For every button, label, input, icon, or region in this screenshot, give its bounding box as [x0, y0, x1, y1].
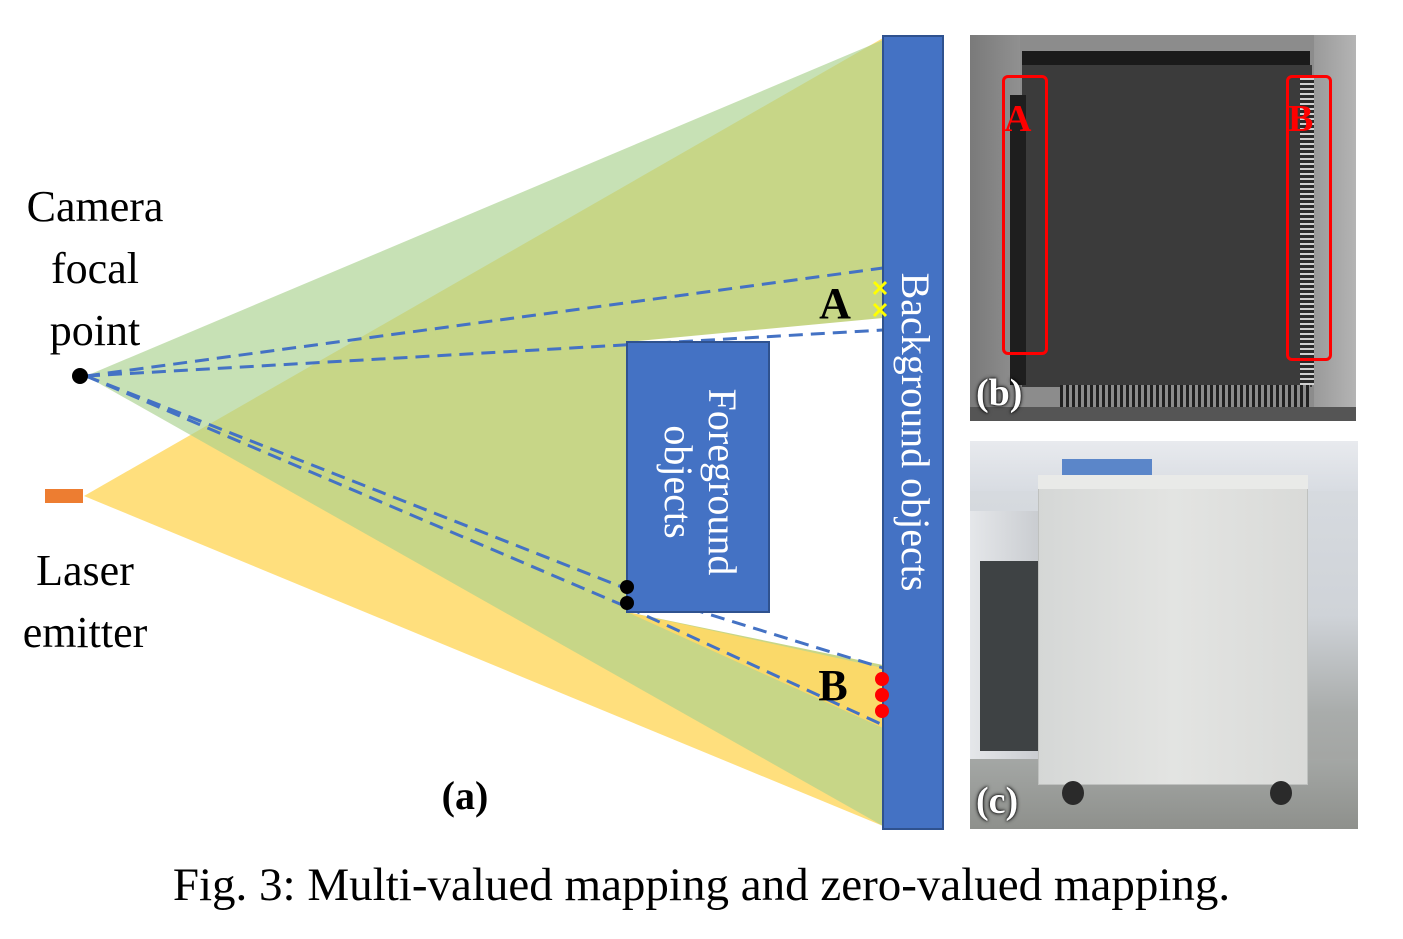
roi-b [1286, 75, 1332, 361]
ray-lower-2 [85, 374, 628, 609]
laser-label-line-2: emitter [22, 608, 148, 657]
foreground-label-line-2: objects [656, 425, 701, 539]
roi-a [1002, 75, 1048, 355]
foreground-point-2 [620, 596, 634, 610]
laser-emitter [45, 489, 83, 503]
photo-wheel-left [1062, 781, 1084, 805]
depth-top-edge [1022, 51, 1310, 69]
ray-upper-2 [85, 328, 884, 378]
foreground-object [626, 341, 770, 613]
figure-caption: Fig. 3: Multi-valued mapping and zero-va… [172, 859, 1231, 911]
roi-b-label: B [1288, 98, 1314, 140]
point-b-red-3 [875, 704, 889, 718]
ray-lower-4 [626, 605, 884, 727]
photo-box [1038, 475, 1308, 785]
background-object [882, 35, 944, 830]
point-a-mark-2 [872, 302, 888, 318]
foreground-point-1 [620, 580, 634, 594]
depth-left-shadow [1010, 95, 1026, 385]
point-a-label: A [819, 279, 851, 328]
point-b-red-1 [875, 672, 889, 686]
background-label: Background objects [893, 272, 938, 592]
panel-a-label: (a) [441, 773, 489, 818]
ray-upper-1 [85, 266, 884, 378]
camera-label-line-1: Camera [26, 182, 164, 231]
point-b-red-2 [875, 688, 889, 702]
depth-bottom-shadow [970, 407, 1356, 421]
camera-focal-point [72, 368, 88, 384]
mapping-diagram [45, 35, 944, 830]
depth-image-panel: A B (b) [970, 35, 1356, 421]
laser-region-b [627, 612, 883, 728]
foreground-label-line-1: Foreground [700, 388, 745, 576]
panel-c-label: (c) [976, 780, 1019, 822]
photo-left-cabinet-shadow [980, 561, 1040, 751]
ray-lower-1 [85, 374, 628, 591]
camera-label-line-3: point [49, 306, 141, 355]
depth-right-noise [1300, 75, 1314, 385]
roi-a-label: A [1004, 98, 1032, 140]
camera-label: Camera focal point [0, 176, 190, 362]
depth-object [1022, 65, 1312, 387]
point-b-label: B [818, 661, 848, 710]
panel-b-label: (b) [976, 372, 1023, 414]
foreground-label: Foreground objects [652, 350, 745, 614]
photo-wheel-right [1270, 781, 1292, 805]
point-a-mark-1 [872, 280, 888, 296]
rgb-photo-panel: (c) [970, 441, 1358, 829]
photo-box-top [1038, 475, 1308, 489]
laser-label: Laser emitter [0, 540, 170, 664]
laser-label-line-1: Laser [36, 546, 134, 595]
depth-background-right [1314, 35, 1356, 421]
camera-label-line-2: focal [51, 244, 139, 293]
